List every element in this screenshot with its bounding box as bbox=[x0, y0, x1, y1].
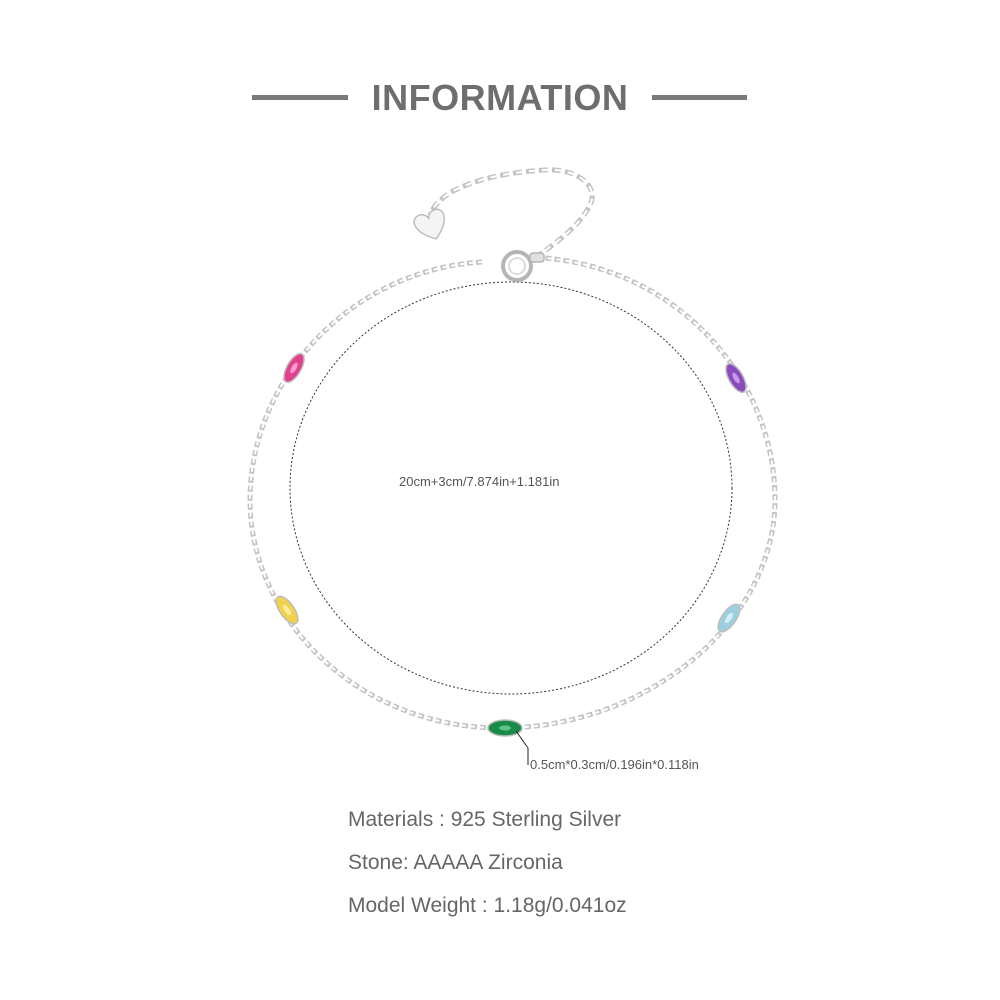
page-title: INFORMATION bbox=[371, 77, 629, 118]
stone-yellow bbox=[275, 595, 299, 625]
stone-dimension-label: 0.5cm*0.3cm/0.196in*0.118in bbox=[530, 757, 699, 772]
stone-blue bbox=[717, 603, 741, 633]
title-rule-right bbox=[652, 95, 747, 100]
extender-chain bbox=[427, 167, 595, 261]
length-measure-circle bbox=[289, 281, 733, 695]
spec-stone: Stone: AAAAA Zirconia bbox=[348, 851, 563, 874]
heart-tag-icon bbox=[413, 208, 445, 240]
stone-leader-line bbox=[515, 730, 529, 765]
header: INFORMATION bbox=[0, 74, 1000, 122]
bracelet-chain bbox=[247, 255, 778, 731]
spec-materials: Materials : 925 Sterling Silver bbox=[348, 808, 622, 831]
stone-pink bbox=[283, 352, 305, 384]
spec-list: Materials : 925 Sterling Silver Stone: A… bbox=[348, 798, 627, 927]
length-dimension-label: 20cm+3cm/7.874in+1.181in bbox=[399, 474, 560, 489]
clasp-icon bbox=[501, 250, 545, 282]
stone-green bbox=[487, 719, 523, 737]
stone-purple bbox=[725, 362, 747, 394]
spec-weight: Model Weight : 1.18g/0.041oz bbox=[348, 894, 627, 917]
title-rule-left bbox=[252, 95, 348, 100]
